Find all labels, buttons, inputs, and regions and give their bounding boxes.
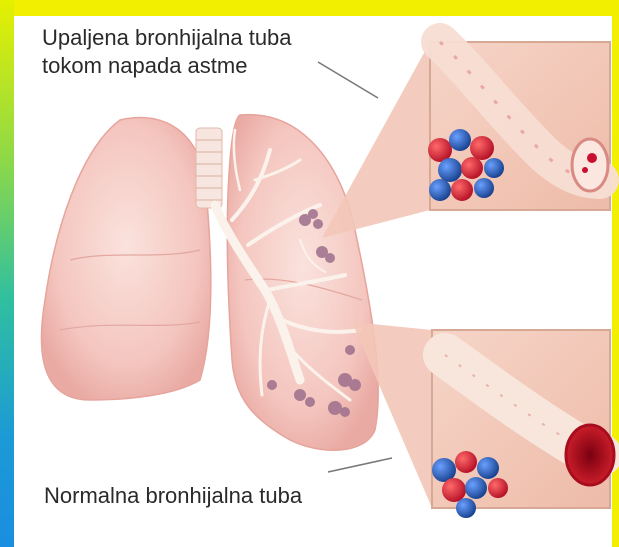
leader-line-top — [318, 62, 378, 98]
inflamed-lumen — [572, 139, 608, 191]
label-inflamed-tube: Upaljena bronhijalna tuba tokom napada a… — [42, 24, 292, 80]
normal-lumen — [566, 425, 614, 485]
left-lung — [41, 117, 210, 400]
zoom-wedge-top — [322, 42, 430, 238]
leader-line-bottom — [328, 458, 392, 472]
label-inflamed-line2: tokom napada astme — [42, 52, 292, 80]
label-inflamed-line1: Upaljena bronhijalna tuba — [42, 24, 292, 52]
label-normal-tube: Normalna bronhijalna tuba — [44, 482, 302, 510]
